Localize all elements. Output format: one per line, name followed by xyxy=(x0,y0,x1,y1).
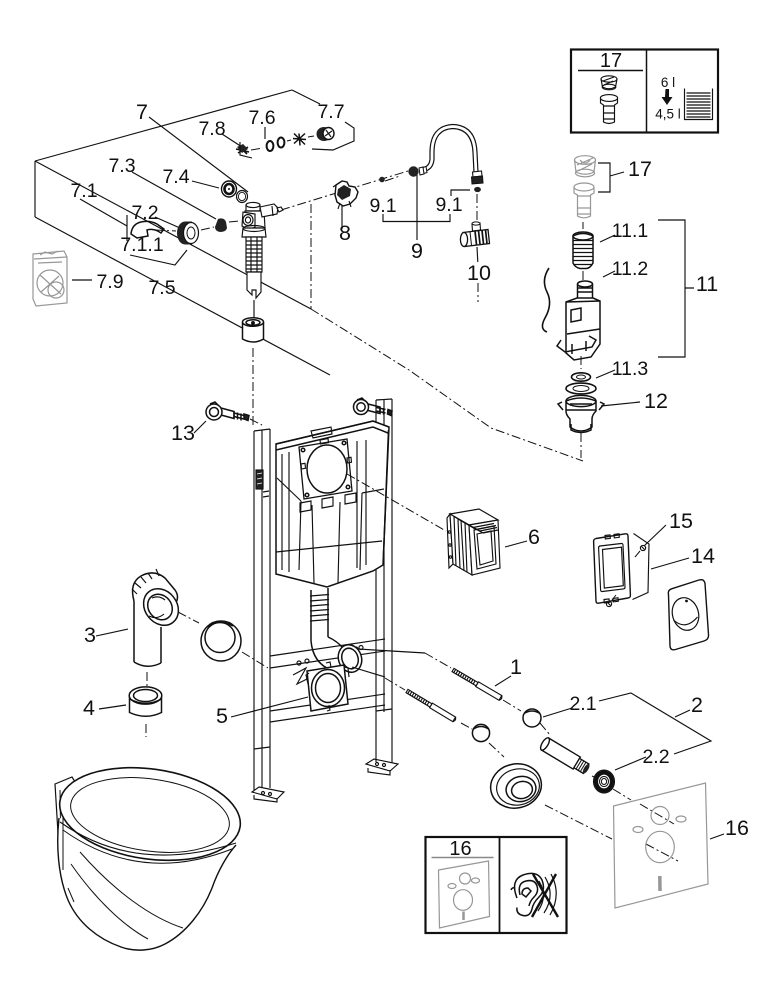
svg-text:9: 9 xyxy=(411,239,423,263)
svg-text:2.1: 2.1 xyxy=(569,693,596,715)
svg-text:7.9: 7.9 xyxy=(96,271,123,293)
svg-text:11.1: 11.1 xyxy=(612,220,649,242)
svg-text:5: 5 xyxy=(216,704,228,728)
svg-text:7: 7 xyxy=(136,100,148,124)
svg-text:7.6: 7.6 xyxy=(248,107,275,129)
svg-text:17: 17 xyxy=(628,157,652,181)
svg-text:16: 16 xyxy=(725,816,749,840)
svg-text:4: 4 xyxy=(83,696,95,720)
svg-text:7.7: 7.7 xyxy=(317,101,344,123)
svg-text:6: 6 xyxy=(528,525,540,549)
svg-text:6 l: 6 l xyxy=(661,75,675,90)
svg-text:11.3: 11.3 xyxy=(612,358,649,380)
svg-text:2.2: 2.2 xyxy=(642,746,669,768)
svg-text:7.1.1: 7.1.1 xyxy=(120,234,163,256)
svg-text:7.8: 7.8 xyxy=(198,118,225,140)
svg-text:7.2: 7.2 xyxy=(131,202,158,224)
svg-text:10: 10 xyxy=(467,261,491,285)
svg-text:13: 13 xyxy=(171,421,195,445)
svg-text:7.1: 7.1 xyxy=(70,180,97,202)
svg-text:12: 12 xyxy=(644,389,668,413)
svg-text:9.1: 9.1 xyxy=(435,194,462,216)
svg-text:2: 2 xyxy=(691,693,703,717)
svg-text:1: 1 xyxy=(510,655,522,679)
svg-text:7.5: 7.5 xyxy=(148,277,175,299)
svg-text:16: 16 xyxy=(449,838,471,860)
svg-text:7.4: 7.4 xyxy=(162,166,189,188)
svg-text:14: 14 xyxy=(691,544,715,568)
svg-text:9.1: 9.1 xyxy=(369,195,396,217)
svg-text:15: 15 xyxy=(669,509,693,533)
svg-text:4,5 l: 4,5 l xyxy=(655,107,681,122)
svg-text:8: 8 xyxy=(339,221,351,245)
svg-text:7.3: 7.3 xyxy=(108,155,135,177)
svg-text:17: 17 xyxy=(600,50,622,72)
svg-text:11: 11 xyxy=(696,272,718,296)
svg-text:11.2: 11.2 xyxy=(612,258,649,280)
svg-text:3: 3 xyxy=(84,623,96,647)
